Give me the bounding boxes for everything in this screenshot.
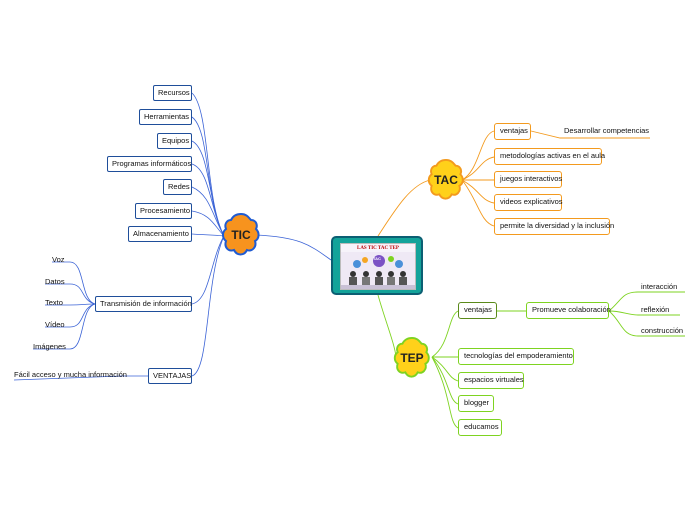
edge-tic-transmision [191,235,225,305]
tac-item-videos[interactable]: videos explicativos [494,194,563,211]
central-image: LAS TIC TAC TEP TAC [340,243,416,290]
tic-cloud-icon [222,212,260,256]
edge-tic-almacenamiento [191,233,225,237]
tic-item-programas[interactable]: Programas informáticos [107,156,192,172]
tep-node[interactable]: TEP [393,336,431,380]
edge-tic-central [255,234,332,261]
central-badge: TAC [373,256,381,261]
tep-label: TEP [400,351,424,365]
edge-tic-procesamiento [191,210,225,237]
central-image-node[interactable]: LAS TIC TAC TEP TAC [331,236,423,295]
tic-item-transmision[interactable]: Transmisión de información [95,296,192,312]
tic-transmision-voz[interactable]: Voz [52,255,65,264]
tep-item-espacios[interactable]: espacios virtuales [458,372,524,389]
tep-ventajas-reflexion[interactable]: reflexión [641,305,670,314]
edge-tic-recursos [191,92,225,237]
edge-tic-programas [191,163,225,237]
tac-item-ventajas[interactable]: ventajas [494,123,531,140]
tep-item-blogger[interactable]: blogger [458,395,494,412]
tac-ventajas-child[interactable]: Desarrollar competencias [564,126,650,135]
tic-item-redes[interactable]: Redes [163,179,192,195]
tic-item-ventajas[interactable]: VENTAJAS [148,368,192,384]
tic-transmision-texto[interactable]: Texto [45,298,63,307]
tac-label: TAC [434,173,458,187]
edge-tic-ventajas [191,235,225,377]
edge-tic-redes [191,186,225,237]
central-title: LAS TIC TAC TEP [356,246,399,251]
tac-item-metodologias[interactable]: metodologías activas en el aula [494,148,605,165]
tac-item-juegos[interactable]: juegos interactivos [494,171,562,188]
tic-item-recursos[interactable]: Recursos [153,85,192,101]
tic-item-equipos[interactable]: Equipos [157,133,192,149]
tep-item-educamos[interactable]: educamos [458,419,502,436]
tic-transmision-imagenes[interactable]: Imágenes [33,342,66,351]
tac-item-diversidad[interactable]: permite la diversidad y la inclusión [494,218,614,235]
tac-cloud-icon [427,158,464,200]
tep-cloud-icon [393,336,430,378]
tic-ventajas-child[interactable]: Fácil acceso y mucha información [14,370,127,379]
tic-item-almacenamiento[interactable]: Almacenamiento [128,226,192,242]
tic-label: TIC [231,228,251,242]
tic-item-herramientas[interactable]: Herramientas [139,109,192,125]
tep-item-promueve[interactable]: Promueve colaboración [526,302,611,319]
tic-transmision-datos[interactable]: Datos [45,277,65,286]
people-illustration-icon [341,252,415,289]
tep-ventajas-construccion[interactable]: construcción [641,326,684,335]
tic-item-procesamiento[interactable]: Procesamiento [135,203,192,219]
tep-item-empoderamiento[interactable]: tecnologías del empoderamiento [458,348,574,365]
tep-ventajas-interaccion[interactable]: interacción [641,282,678,291]
tac-node[interactable]: TAC [427,158,465,202]
tep-item-ventajas[interactable]: ventajas [458,302,497,319]
tic-transmision-video[interactable]: Vídeo [45,320,65,329]
tic-node[interactable]: TIC [222,212,260,258]
